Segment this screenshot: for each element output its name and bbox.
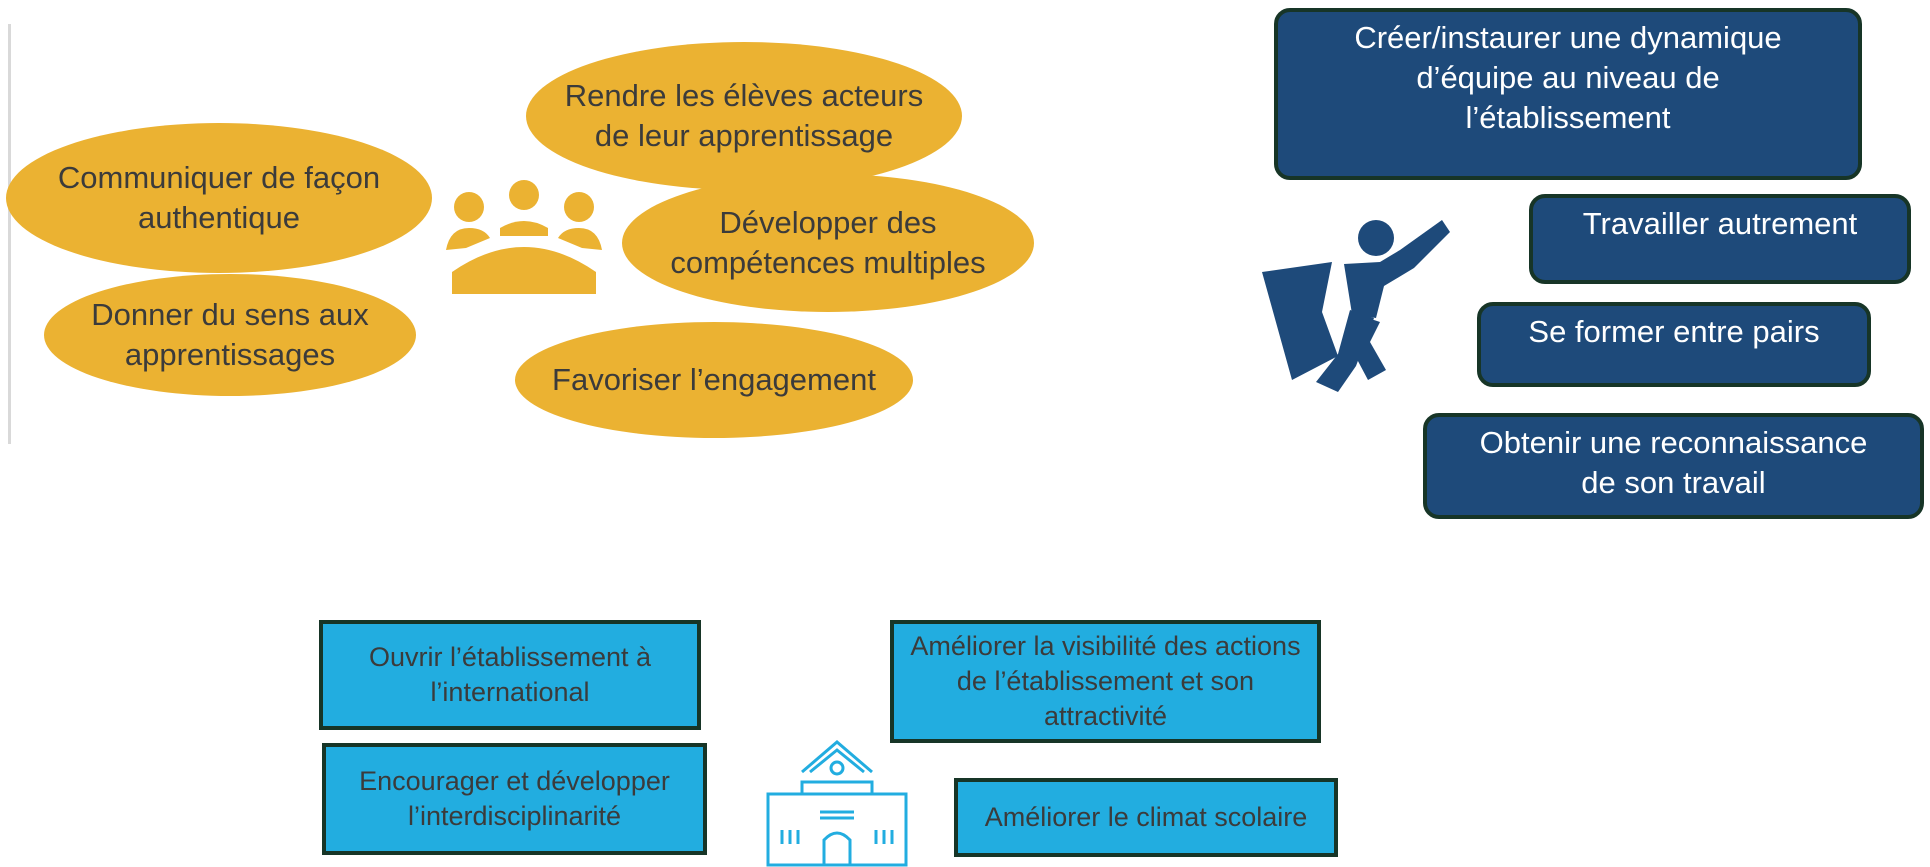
goal-international: Ouvrir l’établissement à l’international	[319, 620, 701, 730]
left-divider-line	[8, 24, 11, 444]
goal-multiple-skills: Développer des compétences multiples	[622, 174, 1034, 312]
goal-peer-training: Se former entre pairs	[1477, 302, 1871, 387]
goal-interdisciplinarity: Encourager et développer l’interdiscipli…	[322, 743, 707, 855]
goal-student-actors: Rendre les élèves acteurs de leur appren…	[526, 42, 962, 190]
goal-team-dynamic: Créer/instaurer une dynamique d’équipe a…	[1274, 8, 1862, 180]
goal-school-climate: Améliorer le climat scolaire	[954, 778, 1338, 857]
goal-work-differently: Travailler autrement	[1529, 194, 1911, 284]
goal-authentic-communication: Communiquer de façon authentique	[6, 123, 432, 273]
goal-recognition: Obtenir une reconnaissance de son travai…	[1423, 413, 1924, 519]
superhero-icon	[1262, 220, 1450, 392]
goal-meaningful-learning: Donner du sens aux apprentissages	[44, 274, 416, 396]
goal-engagement: Favoriser l’engagement	[515, 322, 913, 438]
school-building-icon	[766, 740, 908, 867]
goal-visibility: Améliorer la visibilité des actions de l…	[890, 620, 1321, 743]
group-meeting-icon	[446, 180, 602, 294]
